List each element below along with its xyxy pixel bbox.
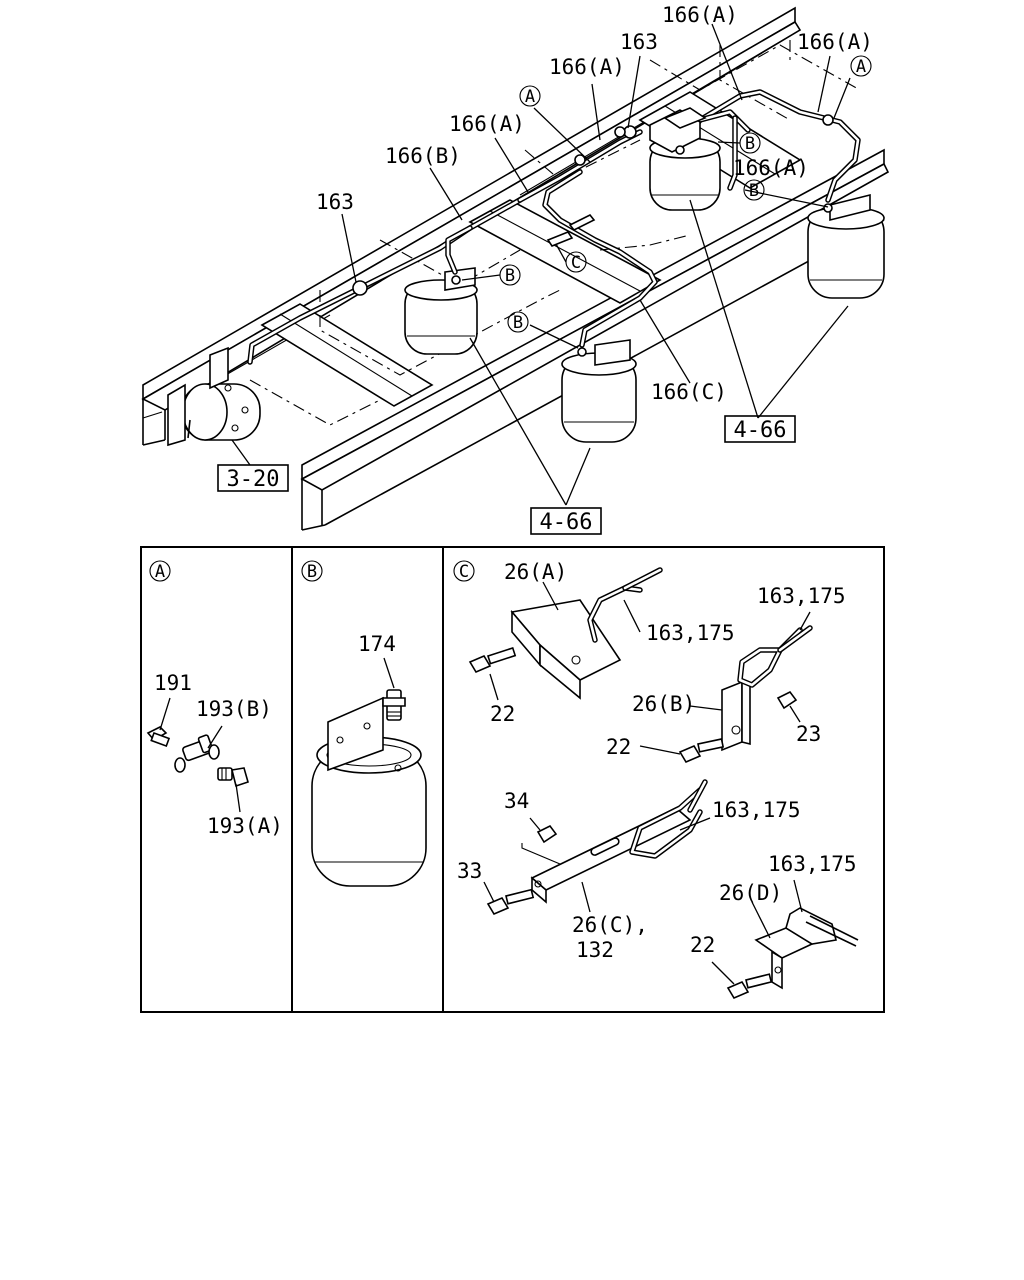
marker-c: C <box>565 251 587 273</box>
marker-a-mid: A <box>519 85 541 107</box>
chassis-view: 166(A) 163 166(A) 166(A) 166(A) 166(B) 1… <box>141 3 890 535</box>
label-23: 23 <box>796 722 821 746</box>
tee-fitting-193b <box>174 734 220 773</box>
label-34: 34 <box>504 789 529 813</box>
upper-circle-markers: A A B B B B C <box>499 55 872 333</box>
label-166a-top: 166(A) <box>662 3 738 27</box>
bolt-22-d <box>726 973 773 1000</box>
air-tank <box>167 346 261 447</box>
hidden-lines <box>249 40 861 426</box>
air-spring-front-right <box>561 339 637 443</box>
bolt-191 <box>146 726 171 748</box>
svg-text:A: A <box>856 57 866 77</box>
svg-text:B: B <box>749 181 759 201</box>
label-132: 132 <box>576 938 614 962</box>
label-33: 33 <box>457 859 482 883</box>
svg-text:4-66: 4-66 <box>734 418 787 443</box>
label-163-175-b: 163,175 <box>757 584 846 608</box>
label-22-d: 22 <box>690 933 715 957</box>
label-26d: 26(D) <box>719 881 782 905</box>
reference-box-4-66-right: 4-66 <box>724 415 796 443</box>
upper-labels: 166(A) 163 166(A) 166(A) 166(A) 166(B) 1… <box>316 3 873 404</box>
reference-box-3-20: 3-20 <box>217 464 289 492</box>
marker-a-right: A <box>850 55 872 77</box>
marker-b-front-right: B <box>507 311 529 333</box>
nut-23 <box>776 690 798 710</box>
air-spring-front-left <box>404 267 478 355</box>
svg-text:B: B <box>513 313 523 333</box>
label-191: 191 <box>154 671 192 695</box>
svg-text:B: B <box>745 134 755 154</box>
marker-b-front-left: B <box>499 264 521 286</box>
label-166a-left: 166(A) <box>449 112 525 136</box>
bolt-33 <box>486 888 535 916</box>
label-163-left: 163 <box>316 190 354 214</box>
detail-a-marker: A <box>155 562 165 582</box>
svg-text:C: C <box>571 253 581 273</box>
elbow-fitting-193a <box>217 767 249 788</box>
label-166c: 166(C) <box>651 380 727 404</box>
label-22-b: 22 <box>606 735 631 759</box>
label-26a: 26(A) <box>504 560 567 584</box>
detail-b-marker: B <box>307 562 317 582</box>
frame-rail-lower <box>300 148 890 531</box>
reference-box-4-66-lower: 4-66 <box>530 507 602 535</box>
label-174: 174 <box>358 632 396 656</box>
air-spring-rear-left <box>649 137 721 211</box>
label-163-175-a: 163,175 <box>646 621 735 645</box>
valve-block <box>352 107 834 357</box>
bracket-26d <box>754 907 859 990</box>
marker-b-rear-right: B <box>743 179 765 201</box>
label-193a: 193(A) <box>207 814 283 838</box>
label-166b: 166(B) <box>385 144 461 168</box>
svg-text:4-66: 4-66 <box>540 510 593 535</box>
bracket-26a <box>510 567 663 700</box>
label-166a-mid: 166(A) <box>549 55 625 79</box>
marker-b-valve: B <box>739 132 761 154</box>
fitting-174 <box>382 689 406 721</box>
svg-text:B: B <box>505 266 515 286</box>
detail-b: B 174 <box>301 560 427 887</box>
air-spring-rear-right <box>807 193 885 299</box>
label-166a-lower: 166(A) <box>733 156 809 180</box>
bracket-26b <box>721 625 813 752</box>
bolt-22-b <box>678 738 725 764</box>
detail-c-marker: C <box>459 562 469 582</box>
label-26c: 26(C), <box>572 913 648 937</box>
label-163-top: 163 <box>620 30 658 54</box>
detail-c: C 26(A) 163,175 22 <box>453 560 859 1000</box>
svg-text:3-20: 3-20 <box>227 467 280 492</box>
detail-a: A 191 193(B) 193(A) <box>146 560 283 838</box>
bolt-22-a <box>468 646 517 674</box>
label-166a-right: 166(A) <box>797 30 873 54</box>
svg-text:A: A <box>525 87 535 107</box>
label-22-a: 22 <box>490 702 515 726</box>
detail-panels: A 191 193(B) 193(A) <box>140 546 885 1013</box>
label-26b: 26(B) <box>632 692 695 716</box>
air-piping <box>247 89 861 365</box>
bracket-26c <box>530 779 708 904</box>
label-193b: 193(B) <box>196 697 272 721</box>
upper-leaders <box>231 23 851 506</box>
label-163-175-c: 163,175 <box>712 798 801 822</box>
label-163-175-d: 163,175 <box>768 852 857 876</box>
air-spring-detail <box>311 696 427 887</box>
nut-34 <box>536 824 558 844</box>
